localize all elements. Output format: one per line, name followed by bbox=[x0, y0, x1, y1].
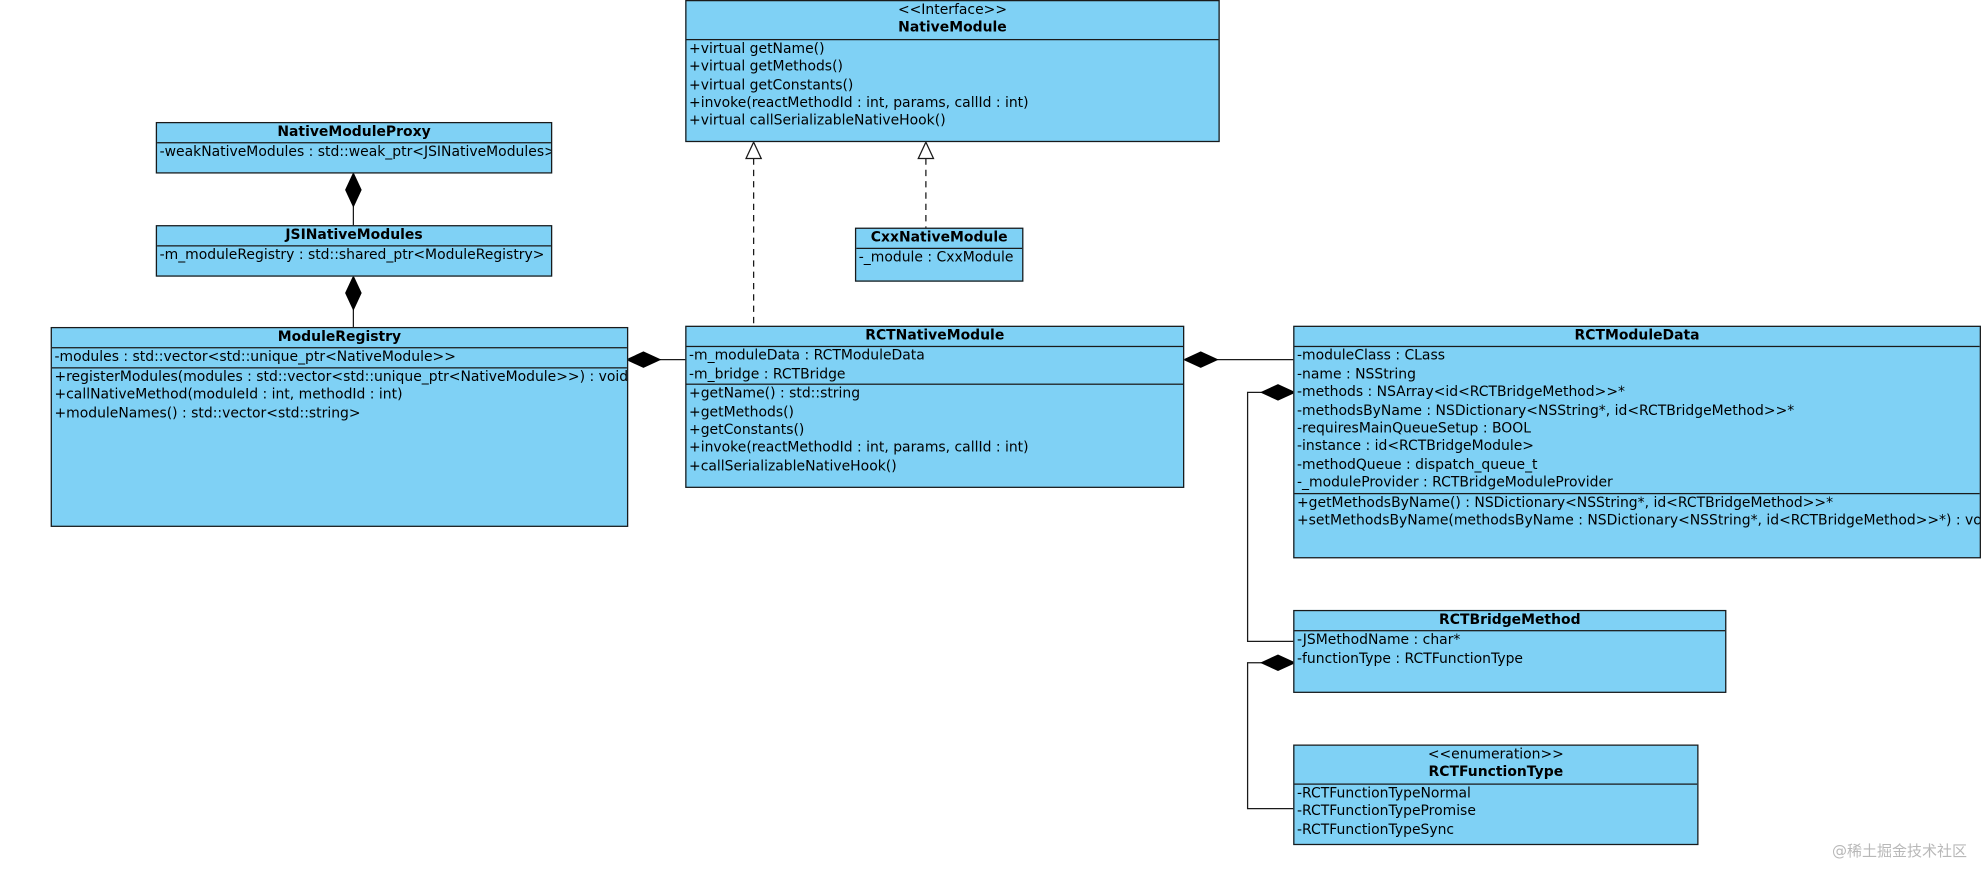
attribute: -name : NSString bbox=[1296, 365, 1416, 383]
attribute: -methods : NSArray<id<RCTBridgeMethod>>* bbox=[1296, 383, 1625, 401]
attributes-section: -m_moduleData : RCTModuleData -m_bridge … bbox=[686, 347, 1184, 386]
stereotype-label: <<Interface>> bbox=[897, 1, 1008, 18]
attributes-section: -modules : std::vector<std::unique_ptr<N… bbox=[51, 348, 627, 369]
class-name: RCTFunctionType bbox=[1428, 763, 1564, 781]
class-header: RCTModuleData bbox=[1294, 326, 1980, 348]
operation: +getName() : std::string bbox=[689, 385, 861, 402]
class-native-module[interactable]: <<Interface>> NativeModule +virtual getN… bbox=[685, 0, 1220, 143]
attribute: -_module : CxxModule bbox=[858, 249, 1014, 266]
class-module-registry[interactable]: ModuleRegistry -modules : std::vector<st… bbox=[50, 326, 629, 527]
composition-diamond bbox=[1260, 384, 1296, 401]
composition-moduledata-bridgemethod bbox=[1246, 384, 1296, 643]
realization-rctnative-nativemodule bbox=[745, 140, 763, 327]
class-name: NativeModuleProxy bbox=[277, 123, 431, 140]
class-cxx-native-module[interactable]: CxxNativeModule -_module : CxxModule bbox=[854, 227, 1024, 282]
operation: +setMethodsByName(methodsByName : NSDict… bbox=[1296, 511, 1981, 529]
attribute: -methodQueue : dispatch_queue_t bbox=[1296, 456, 1538, 473]
composition-diamond bbox=[1182, 351, 1219, 368]
watermark: @稀土掘金技术社区 bbox=[1831, 842, 1967, 860]
attributes-section: -m_moduleRegistry : std::shared_ptr<Modu… bbox=[157, 247, 551, 265]
attribute: -m_moduleData : RCTModuleData bbox=[689, 347, 925, 364]
class-name: CxxNativeModule bbox=[870, 228, 1008, 246]
attributes-section: -JSMethodName : char* -functionType : RC… bbox=[1294, 632, 1725, 668]
composition-registry-rctnative bbox=[625, 351, 687, 368]
attribute: -JSMethodName : char* bbox=[1296, 631, 1461, 649]
class-name: JSINativeModules bbox=[285, 226, 423, 243]
class-rct-native-module[interactable]: RCTNativeModule -m_moduleData : RCTModul… bbox=[685, 325, 1185, 488]
operation: +registerModules(modules : std::vector<s… bbox=[54, 368, 629, 385]
composition-rctnative-moduledata bbox=[1182, 351, 1295, 368]
composition-diamond bbox=[345, 275, 362, 311]
attribute: -requiresMainQueueSetup : BOOL bbox=[1296, 420, 1531, 437]
attribute: -m_moduleRegistry : std::shared_ptr<Modu… bbox=[159, 247, 545, 264]
class-native-module-proxy[interactable]: NativeModuleProxy -weakNativeModules : s… bbox=[155, 121, 553, 174]
class-rct-module-data[interactable]: RCTModuleData -moduleClass : CLass -name… bbox=[1293, 325, 1981, 559]
composition-diamond bbox=[625, 351, 662, 368]
operation: +virtual callSerializableNativeHook() bbox=[689, 112, 946, 129]
class-header: <<Interface>> NativeModule bbox=[686, 1, 1219, 41]
composition-diamond bbox=[345, 172, 362, 208]
class-name: ModuleRegistry bbox=[277, 328, 402, 345]
attributes-section: -moduleClass : CLass -name : NSString -m… bbox=[1294, 347, 1980, 494]
composition-diamond bbox=[1260, 654, 1296, 671]
enum-literal: -RCTFunctionTypeSync bbox=[1296, 820, 1455, 838]
attribute: -moduleClass : CLass bbox=[1296, 347, 1445, 364]
attribute: -_moduleProvider : RCTBridgeModuleProvid… bbox=[1296, 474, 1613, 491]
operation: +virtual getName() bbox=[689, 40, 825, 57]
enum-literal: -RCTFunctionTypePromise bbox=[1296, 802, 1476, 819]
stereotype-label: <<enumeration>> bbox=[1427, 745, 1564, 763]
class-name: NativeModule bbox=[898, 19, 1007, 36]
class-header: RCTBridgeMethod bbox=[1294, 611, 1726, 632]
attributes-section: -_module : CxxModule bbox=[856, 250, 1022, 268]
operations-section: +registerModules(modules : std::vector<s… bbox=[52, 368, 627, 422]
class-name: RCTModuleData bbox=[1574, 326, 1700, 344]
composition-jsi-registry bbox=[345, 275, 362, 329]
attribute: -methodsByName : NSDictionary<NSString*,… bbox=[1296, 401, 1795, 419]
operation: +virtual getMethods() bbox=[689, 58, 843, 75]
class-name: RCTNativeModule bbox=[865, 326, 1005, 344]
operation: +getMethodsByName() : NSDictionary<NSStr… bbox=[1296, 493, 1834, 511]
class-jsi-native-modules[interactable]: JSINativeModules -m_moduleRegistry : std… bbox=[155, 225, 553, 277]
operation: +virtual getConstants() bbox=[689, 76, 854, 93]
attributes-section: -weakNativeModules : std::weak_ptr<JSINa… bbox=[157, 144, 551, 162]
class-header: NativeModuleProxy bbox=[157, 123, 551, 144]
operation: +getConstants() bbox=[689, 421, 805, 438]
operation: +getMethods() bbox=[689, 403, 794, 420]
operations-section: +virtual getName() +virtual getMethods()… bbox=[686, 40, 1218, 131]
attributes-section: -RCTFunctionTypeNormal -RCTFunctionTypeP… bbox=[1294, 785, 1697, 839]
attribute: -m_bridge : RCTBridge bbox=[689, 365, 846, 383]
attribute: -instance : id<RCTBridgeModule> bbox=[1296, 438, 1534, 455]
realization-cxx-nativemodule bbox=[917, 140, 935, 229]
composition-bridgemethod-functiontype bbox=[1246, 654, 1296, 810]
composition-proxy-jsi bbox=[345, 172, 362, 227]
operations-section: +getMethodsByName() : NSDictionary<NSStr… bbox=[1294, 493, 1981, 530]
operation: +invoke(reactMethodId : int, params, cal… bbox=[689, 439, 1029, 456]
class-header: RCTNativeModule bbox=[686, 326, 1184, 348]
attribute: -functionType : RCTFunctionType bbox=[1296, 649, 1523, 667]
class-rct-function-type[interactable]: <<enumeration>> RCTFunctionType -RCTFunc… bbox=[1293, 744, 1699, 846]
operations-section: +getName() : std::string +getMethods() +… bbox=[686, 385, 1183, 476]
realization-triangle bbox=[917, 140, 935, 160]
attribute: -modules : std::vector<std::unique_ptr<N… bbox=[54, 348, 456, 366]
class-name: RCTBridgeMethod bbox=[1438, 611, 1581, 628]
class-rct-bridge-method[interactable]: RCTBridgeMethod -JSMethodName : char* -f… bbox=[1293, 609, 1727, 693]
operation: +callSerializableNativeHook() bbox=[689, 457, 897, 474]
class-header: JSINativeModules bbox=[157, 226, 551, 248]
class-header: CxxNativeModule bbox=[856, 228, 1023, 250]
class-header: ModuleRegistry bbox=[51, 328, 627, 349]
enum-literal: -RCTFunctionTypeNormal bbox=[1296, 784, 1471, 801]
attribute: -weakNativeModules : std::weak_ptr<JSINa… bbox=[159, 143, 553, 161]
realization-triangle bbox=[745, 140, 763, 160]
class-header: <<enumeration>> RCTFunctionType bbox=[1294, 745, 1698, 785]
operation: +invoke(reactMethodId : int, params, cal… bbox=[689, 94, 1029, 111]
operation: +moduleNames() : std::vector<std::string… bbox=[54, 404, 361, 421]
operation: +callNativeMethod(moduleId : int, method… bbox=[54, 386, 403, 403]
